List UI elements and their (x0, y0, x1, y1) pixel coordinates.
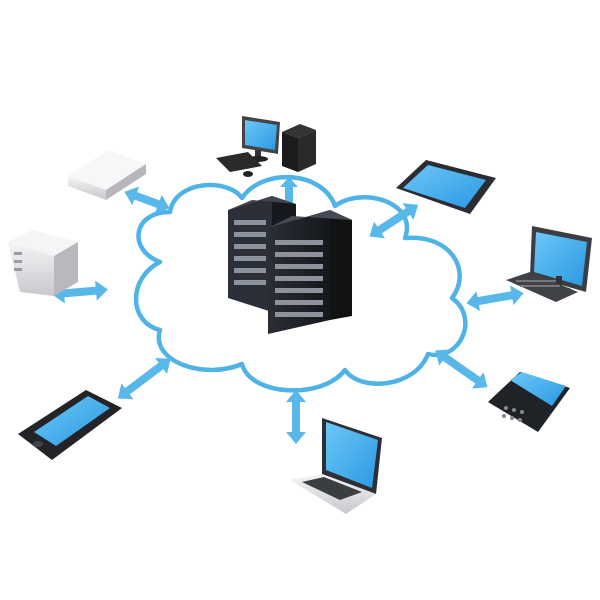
smartphone-icon (18, 390, 122, 460)
tower-server-icon (8, 230, 78, 296)
arrow-to-tower-server (52, 280, 108, 304)
arrow-to-desktop (280, 177, 298, 203)
arrow-to-tablet (369, 203, 419, 239)
arrow-to-smartphone (117, 357, 171, 400)
arrow-to-monitor (466, 285, 524, 311)
monitor-keyboard-icon (506, 226, 592, 302)
network-appliance-icon (68, 150, 146, 200)
blackberry-phone-icon (488, 372, 570, 432)
server-rack-icon (228, 196, 352, 334)
laptop-icon (290, 418, 382, 514)
arrow-to-laptop (286, 390, 306, 444)
desktop-computer-icon (216, 116, 316, 177)
arrow-to-network-appliance (124, 186, 170, 214)
tablet-icon (396, 160, 496, 214)
connection-arrows (52, 177, 524, 444)
arrow-to-blackberry (435, 349, 488, 389)
